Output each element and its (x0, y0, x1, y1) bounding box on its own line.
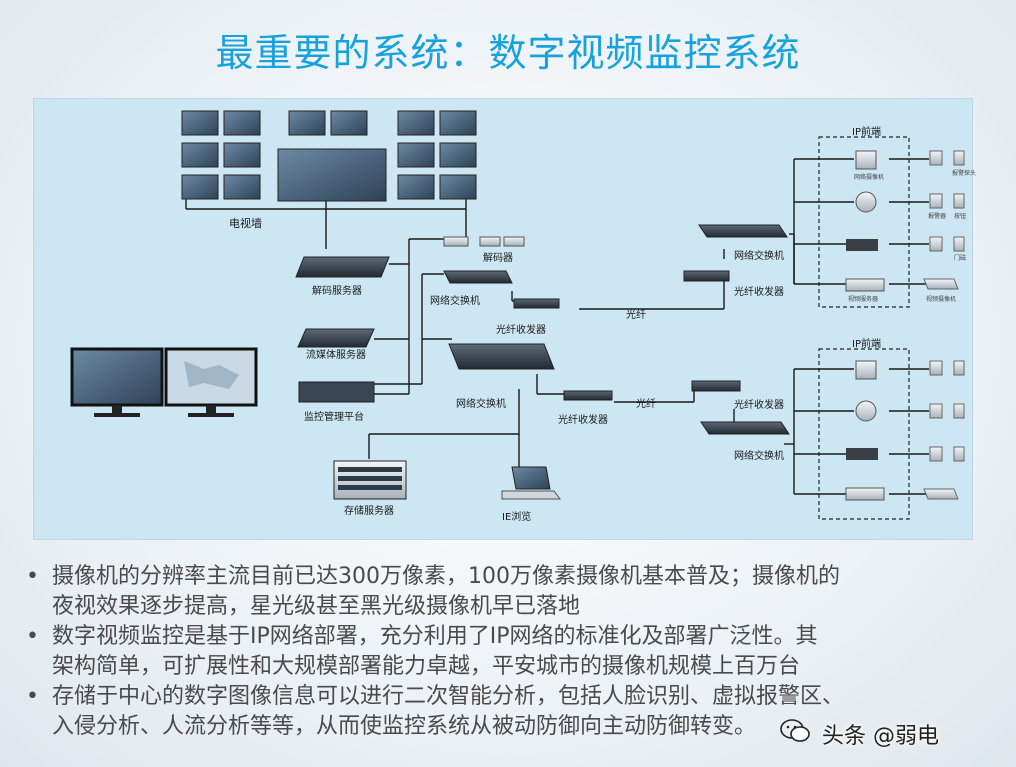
label-fiber-bottom: 光纤收发器 (558, 415, 608, 426)
watermark: 头条 @弱电 (822, 724, 939, 749)
tag-door-sensor: 门磁 (954, 255, 967, 262)
label-fiber-link-bottom: 光纤 (636, 399, 656, 410)
cameras-front-1 (845, 150, 885, 292)
label-remote-fiber-1: 光纤收发器 (734, 287, 784, 298)
slide-title: 最重要的系统：数字视频监控系统 (215, 31, 801, 75)
tag-button: 按钮 (954, 213, 967, 220)
label-ip-front-1: IP前端 (852, 127, 881, 138)
tag-alarm: 报警器 (928, 213, 947, 220)
bullet-line: 夜视效果逐步提高，星光级甚至黑光级摄像机早已落地 (52, 594, 581, 619)
bullet-line: 入侵分析、人流分析等等，从而使监控系统从被动防御向主动防御转变。 (52, 714, 757, 739)
label-fiber-link-top: 光纤 (626, 310, 646, 321)
sensors-front-2 (923, 360, 965, 500)
label-decoder: 解码器 (483, 253, 513, 264)
label-ie-browse: IE浏览 (502, 512, 532, 523)
tag-hd-camera: 视频摄像机 (926, 296, 957, 303)
decoders (443, 236, 525, 247)
label-decoder-server: 解码服务器 (312, 286, 362, 297)
label-remote-switch-1: 网络交换机 (734, 251, 784, 262)
label-remote-fiber-2: 光纤收发器 (734, 400, 784, 411)
label-fiber-top: 光纤收发器 (496, 325, 546, 336)
bullet-item: • 摄像机的分辨率主流目前已达300万像素，100万像素摄像机基本普及；摄像机的… (22, 562, 1002, 622)
label-ip-front-2: IP前端 (852, 339, 881, 350)
label-remote-switch-2: 网络交换机 (734, 451, 784, 462)
connection-lines (185, 158, 929, 495)
bullet-line: 存储于中心的数字图像信息可以进行二次智能分析，包括人脸识别、虚拟报警区、 (52, 684, 845, 709)
bullet-item: • 数字视频监控是基于IP网络部署，充分利用了IP网络的标准化及部署广泛性。其 … (22, 622, 1002, 682)
bullet-line: 架构简单，可扩展性和大规模部署能力卓越，平安城市的摄像机规模上百万台 (52, 654, 801, 679)
bullet-dot: • (26, 624, 39, 649)
tag-alarm-probe: 报警探头 (952, 170, 977, 177)
diagram-drawing (70, 110, 965, 520)
tv-wall (181, 110, 477, 202)
fiber-transceivers (513, 270, 741, 401)
laptop (501, 466, 561, 500)
ip-front-boxes (818, 136, 910, 520)
bullet-line: 数字视频监控是基于IP网络部署，充分利用了IP网络的标准化及部署广泛性。其 (52, 624, 818, 649)
label-switch-top: 网络交换机 (430, 296, 480, 307)
label-monitor-platform: 监控管理平台 (304, 412, 364, 423)
label-tv-wall: 电视墙 (229, 217, 262, 230)
wechat-icon (780, 719, 810, 742)
label-core-switch: 网络交换机 (456, 399, 506, 410)
bullet-list: • 摄像机的分辨率主流目前已达300万像素，100万像素摄像机基本普及；摄像机的… (22, 562, 1002, 742)
bullet-dot: • (26, 564, 39, 589)
label-streaming-server: 流媒体服务器 (306, 350, 366, 361)
network-diagram: 电视墙 解码服务器 流媒体服务器 监控管理平台 存储服务器 IE浏览 解码器 网… (33, 98, 977, 540)
bullet-line: 摄像机的分辨率主流目前已达300万像素，100万像素摄像机基本普及；摄像机的 (52, 564, 840, 589)
dual-monitor (70, 347, 258, 417)
tag-video-server: 视频服务器 (848, 296, 879, 303)
tag-net-camera: 网络摄像机 (854, 174, 885, 181)
sensors-front-1 (923, 150, 965, 290)
bullet-item: • 存储于中心的数字图像信息可以进行二次智能分析，包括人脸识别、虚拟报警区、 入… (22, 682, 1002, 742)
label-storage-server: 存储服务器 (344, 506, 394, 517)
switches (443, 224, 790, 435)
servers (295, 256, 407, 500)
bullet-dot: • (26, 684, 39, 709)
cameras-front-2 (845, 360, 885, 501)
